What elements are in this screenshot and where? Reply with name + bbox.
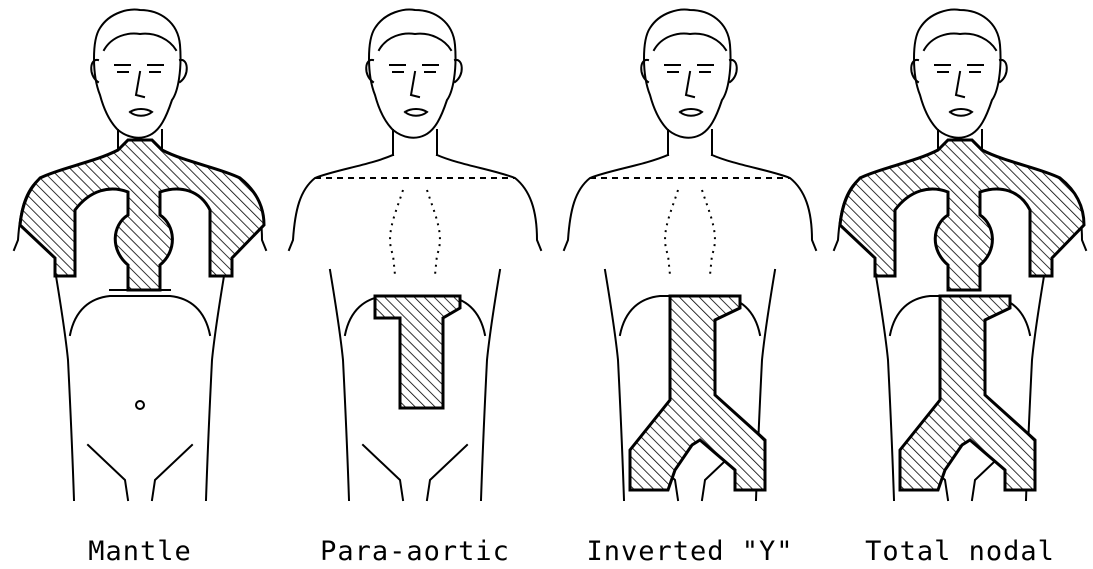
figure-para-aortic <box>289 10 541 500</box>
figure-inverted-y <box>564 10 816 500</box>
total-nodal-upper-field <box>840 140 1084 290</box>
total-nodal-lower-field <box>900 296 1035 490</box>
label-para-aortic: Para-aortic <box>320 536 510 567</box>
label-inverted-y: Inverted "Y" <box>586 536 793 567</box>
mantle-field <box>20 140 264 290</box>
label-total-nodal: Total nodal <box>865 536 1055 567</box>
para-aortic-field <box>375 296 460 408</box>
label-mantle: Mantle <box>88 536 192 567</box>
inverted-y-field <box>630 296 765 490</box>
navel-icon <box>136 401 144 409</box>
figure-total-nodal <box>834 10 1086 500</box>
figure-mantle <box>14 10 266 500</box>
